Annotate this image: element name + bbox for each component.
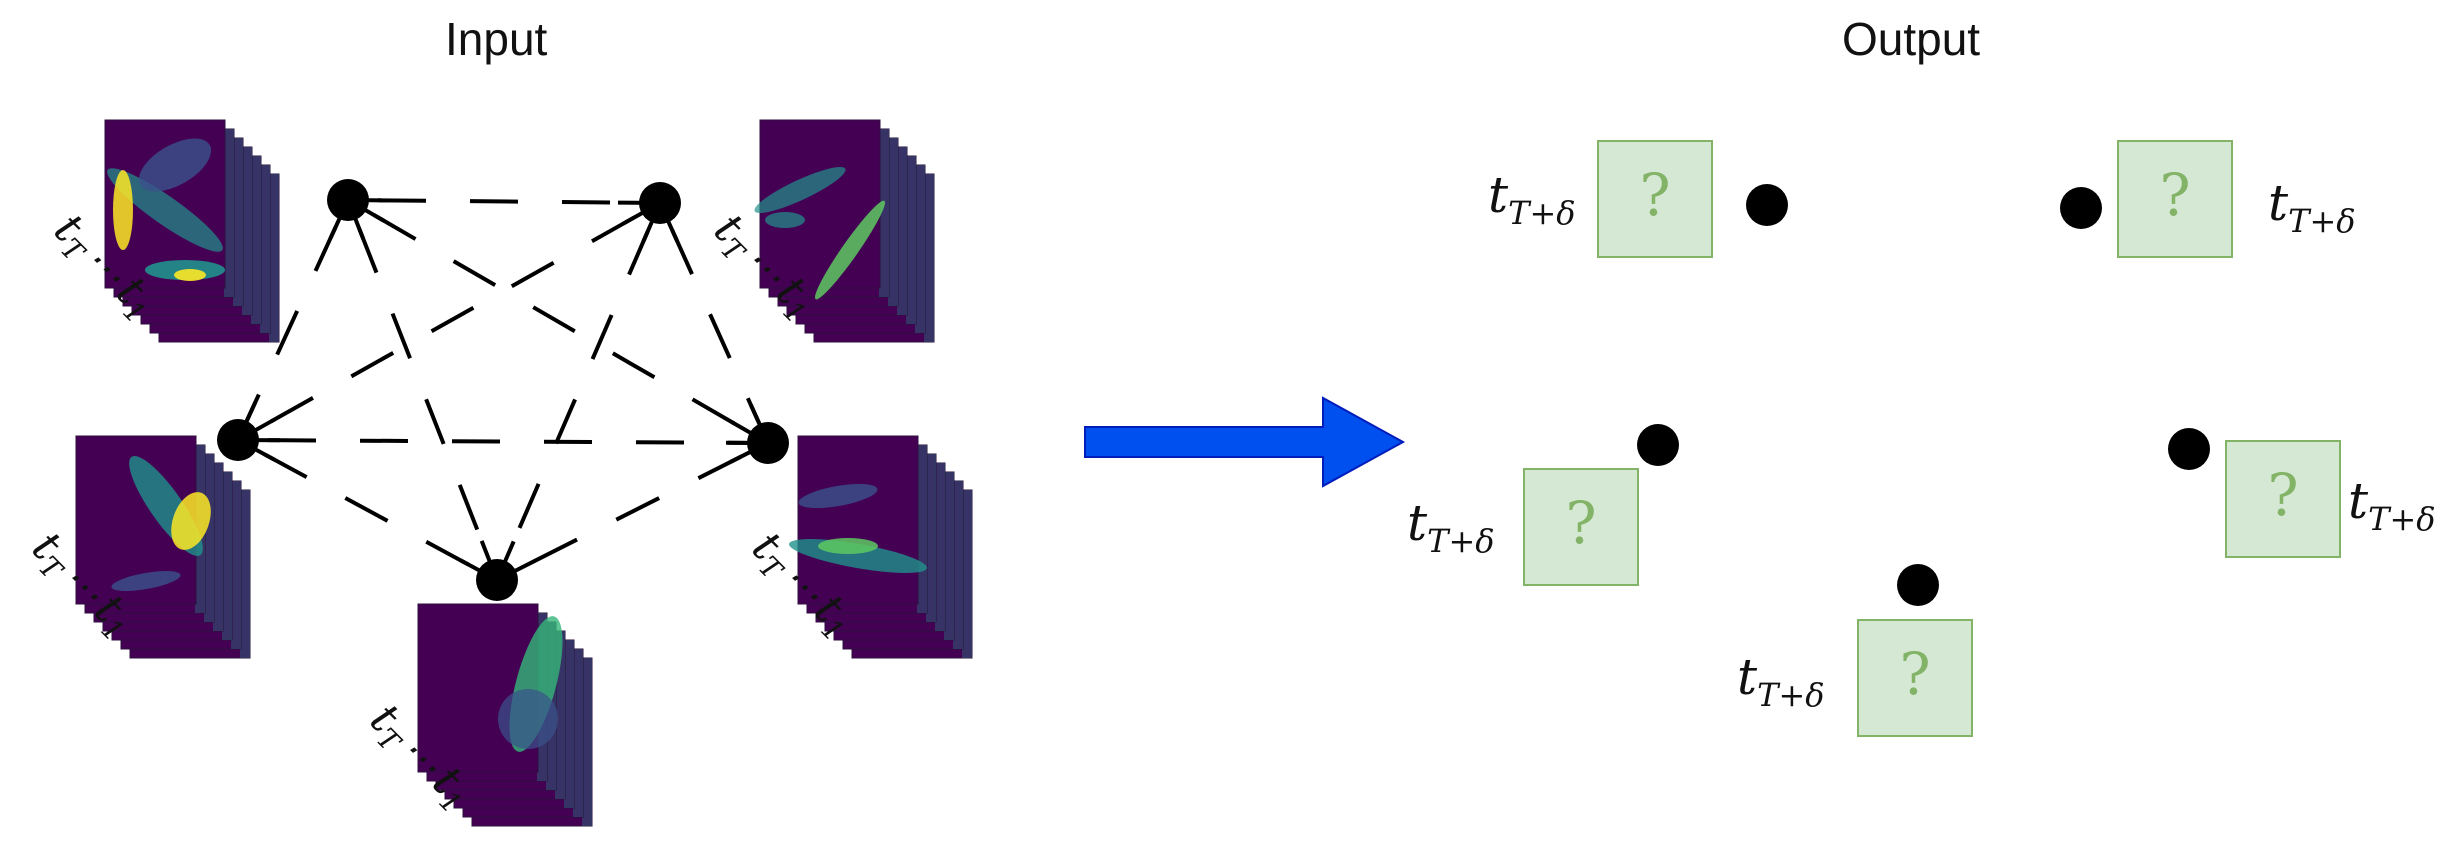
input-stack-top-left: [104, 119, 280, 343]
graph-edge-ml-bm: [237, 438, 498, 582]
graph-node-ml: [217, 419, 259, 461]
output-node-ml: [1637, 424, 1679, 466]
prediction-placeholder: ?: [1857, 619, 1973, 737]
heatmap-frame: [789, 435, 927, 605]
graph-node-mr: [747, 422, 789, 464]
graph-edge-tl-mr: [346, 198, 770, 445]
prediction-placeholder: ?: [1523, 468, 1639, 586]
transition-arrow: [1084, 396, 1406, 488]
graph-edge-tl-tr: [347, 198, 661, 205]
output-time-label: tT+δ: [2348, 472, 2436, 538]
output-time-label: tT+δ: [2268, 174, 2356, 240]
graph-edge-tl-ml: [236, 199, 350, 441]
input-stack-bottom: [417, 603, 593, 827]
output-title: Output: [1842, 13, 1981, 65]
heatmap-frame: [104, 119, 226, 289]
output-time-label: tT+δ: [1407, 494, 1495, 560]
prediction-placeholder: ?: [2225, 440, 2341, 558]
graph-nodes: [217, 179, 789, 601]
graph-edge-tr-bm: [495, 202, 662, 581]
svg-text:?: ?: [1565, 489, 1596, 557]
output-time-label: tT+δ: [1488, 166, 1576, 232]
input-stacks: [75, 119, 973, 827]
input-stack-mid-left: [75, 435, 251, 659]
output-predictions: ? tT+δ? tT+δ? tT+δ? tT+δ? tT+δ: [1407, 140, 2436, 737]
heatmap-frame: [754, 119, 886, 300]
output-node-tl: [1746, 184, 1788, 226]
input-title: Input: [445, 13, 548, 65]
output-time-label: tT+δ: [1737, 648, 1825, 714]
graph-edge-tl-bm: [346, 199, 499, 581]
graph-node-bm: [476, 559, 518, 601]
svg-text:?: ?: [1899, 640, 1930, 708]
output-node-mr: [2168, 428, 2210, 470]
graph-node-tr: [639, 182, 681, 224]
graph-edge-tr-mr: [658, 202, 770, 444]
graph-edge-ml-mr: [237, 438, 769, 445]
prediction-placeholder: ?: [2117, 140, 2233, 258]
graph-edge-tr-ml: [237, 201, 661, 442]
svg-text:?: ?: [2159, 161, 2190, 229]
svg-text:?: ?: [1639, 161, 1670, 229]
prediction-placeholder: ?: [1597, 140, 1713, 258]
graph-edge-mr-bm: [496, 441, 769, 582]
heatmap-frame: [417, 603, 563, 773]
input-stack-top-right: [754, 119, 935, 343]
graph-node-tl: [327, 179, 369, 221]
graph-edges: [236, 198, 770, 582]
right-arrow-icon: [1084, 396, 1406, 488]
output-node-bm: [1897, 564, 1939, 606]
heatmap-frame: [75, 435, 211, 605]
svg-text:?: ?: [2267, 461, 2298, 529]
input-stack-mid-right: [789, 435, 973, 659]
output-node-tr: [2060, 187, 2102, 229]
